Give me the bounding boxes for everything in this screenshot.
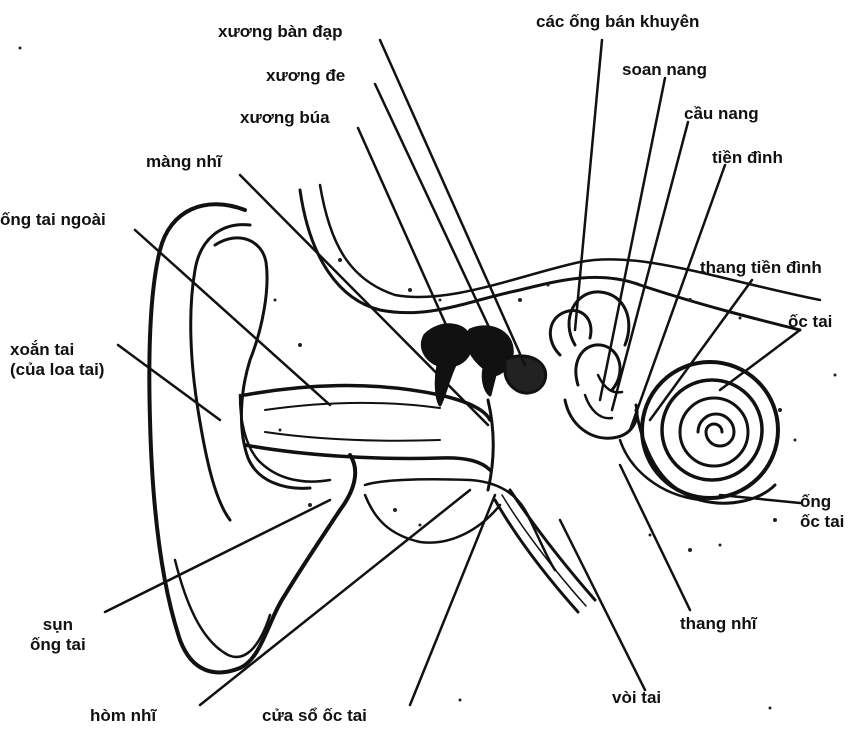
leader-vestibule [630, 165, 725, 430]
label-semicircular-canals: các ống bán khuyên [536, 12, 699, 32]
semicircular-canal-3 [576, 345, 620, 390]
leader-cochlea [720, 330, 800, 390]
label-helix-line1: xoắn tai [10, 340, 104, 360]
label-cochlear-duct-line2: ốc tai [800, 512, 844, 532]
tympanic-cavity-wall [365, 479, 555, 570]
cochlea-turn-4 [698, 414, 734, 446]
leader-canal-cartilage [105, 500, 330, 612]
leader-stapes [380, 40, 525, 365]
cochlea-turn-3 [680, 398, 748, 466]
label-scala-vestibuli: thang tiền đình [700, 258, 822, 278]
label-cochlear-duct: ống ốc tai [800, 492, 844, 532]
temporal-bone-outer [320, 185, 820, 300]
label-utricle: soan nang [622, 60, 707, 80]
label-helix: xoắn tai (của loa tai) [10, 340, 104, 380]
label-eardrum: màng nhĩ [146, 152, 222, 172]
ear-canal-bottom [245, 445, 490, 470]
label-tympanic-cavity: hòm nhĩ [90, 706, 156, 726]
eustachian-tube-lower [495, 500, 578, 612]
label-canal-cartilage-line2: ống tai [30, 635, 86, 655]
leader-tympanic-cavity [200, 490, 470, 705]
label-incus: xương đe [266, 66, 345, 86]
label-malleus: xương búa [240, 108, 330, 128]
label-eustachian-tube: vòi tai [612, 688, 661, 708]
label-vestibule: tiền đình [712, 148, 783, 168]
label-cochlea: ốc tai [788, 312, 832, 332]
leader-eardrum [240, 175, 488, 425]
leader-scala-tympani [620, 465, 690, 610]
leader-saccule [612, 122, 688, 410]
label-canal-cartilage-line1: sụn [30, 615, 86, 635]
label-canal-cartilage: sụn ống tai [30, 615, 86, 655]
label-saccule: cầu nang [684, 104, 759, 124]
leader-helix [118, 345, 220, 420]
lobule [175, 560, 270, 657]
label-ear-canal: ống tai ngoài [0, 210, 106, 230]
tympanic-membrane [488, 400, 493, 490]
label-scala-tympani: thang nhĩ [680, 614, 756, 634]
ear-canal-inner [265, 403, 440, 441]
label-cochlear-duct-line1: ống [800, 492, 844, 512]
label-round-window: cửa sổ ốc tai [262, 706, 367, 726]
vestibule [565, 400, 637, 438]
stapes [505, 356, 546, 393]
label-stapes: xương bàn đạp [218, 22, 343, 42]
leader-utricle [600, 78, 665, 400]
helix-inner [191, 225, 250, 520]
leader-semicircular-canals [575, 40, 602, 330]
label-helix-line2: (của loa tai) [10, 360, 104, 380]
